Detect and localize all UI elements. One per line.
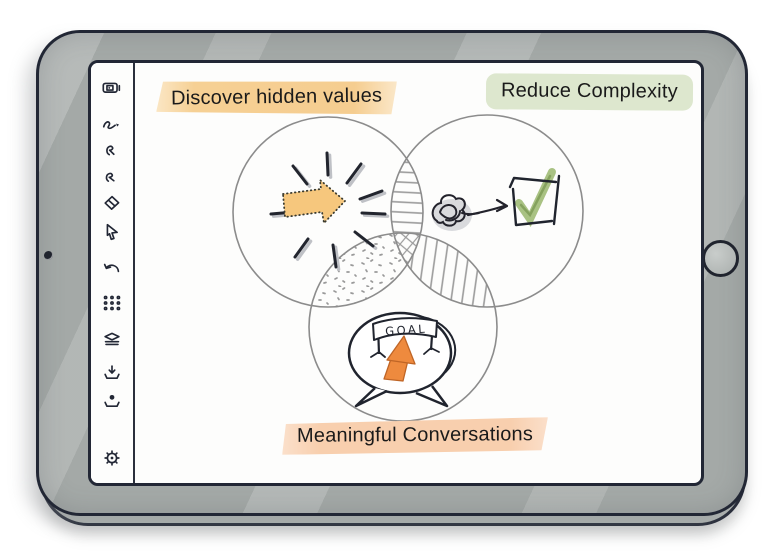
resolve-arrow <box>466 198 509 217</box>
intersection-left-stipple <box>309 233 423 307</box>
orange-road-arrow <box>383 335 416 382</box>
label-reduce-complexity: Reduce Complexity <box>485 73 693 111</box>
import-icon[interactable] <box>101 390 123 412</box>
app-screen: GOAL Discover hidden values Reduce Compl… <box>88 60 704 486</box>
label-discover-hidden-values: Discover hidden values <box>156 78 398 117</box>
save-icon[interactable] <box>101 362 123 384</box>
venn-circle-reduce <box>390 114 584 308</box>
goal-sign-text: GOAL <box>385 321 428 338</box>
dot-grid-icon[interactable] <box>101 292 123 314</box>
home-button[interactable] <box>702 240 739 277</box>
tangle-scribble <box>431 194 480 231</box>
cursor-icon[interactable] <box>101 221 123 243</box>
idea-arrow <box>282 179 346 224</box>
goal-speech-bubbles: GOAL <box>347 311 457 408</box>
venn-diagram: GOAL <box>232 114 584 422</box>
tool-sidebar <box>91 63 135 483</box>
goal-banner: GOAL <box>370 317 440 358</box>
camera-icon[interactable] <box>101 77 123 99</box>
whiteboard-canvas[interactable]: GOAL Discover hidden values Reduce Compl… <box>135 63 701 477</box>
venn-circle-discover <box>232 116 424 308</box>
marker-icon[interactable] <box>101 166 123 188</box>
front-camera-dot <box>44 251 53 260</box>
pen-icon[interactable] <box>101 139 123 161</box>
undo-icon[interactable] <box>101 259 123 281</box>
checked-checkbox <box>508 168 561 228</box>
layers-icon[interactable] <box>101 327 123 349</box>
intersection-right-hatch <box>391 233 497 307</box>
settings-icon[interactable] <box>101 447 123 469</box>
brush-icon[interactable] <box>101 113 123 135</box>
eraser-icon[interactable] <box>101 193 123 215</box>
sunburst-rays <box>269 151 390 271</box>
